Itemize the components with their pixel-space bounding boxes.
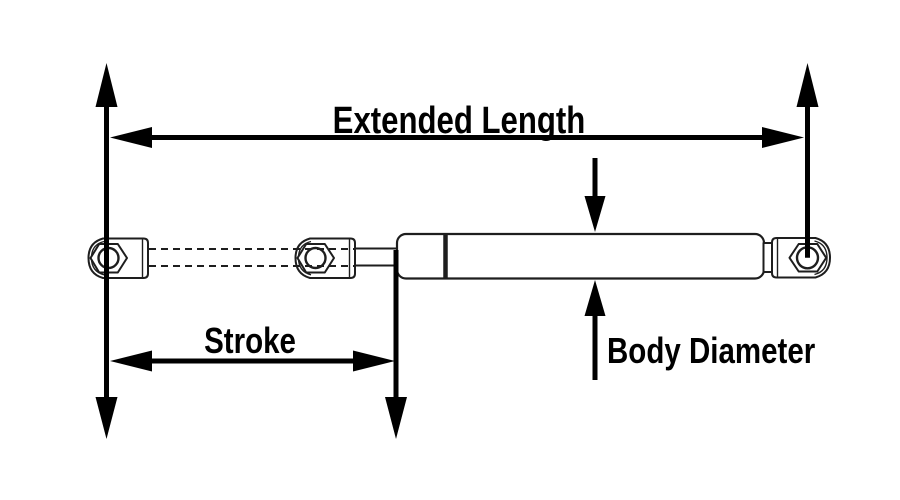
- piston-rod: [354, 247, 400, 267]
- rod-eyelet-extended: [87, 237, 149, 279]
- arrowhead-left-stroke: [110, 350, 152, 372]
- arrowhead-up-right: [796, 63, 819, 107]
- arrowhead-up-left: [95, 63, 118, 107]
- body-diameter-arrows: [584, 158, 606, 380]
- arrowhead-right-stroke: [353, 350, 395, 372]
- extended-length-label: Extended Length: [333, 100, 586, 142]
- cylinder-body: [395, 232, 766, 280]
- arrowhead-right-extended: [762, 127, 804, 148]
- extended-length-arrow: [110, 127, 804, 148]
- body-eyelet-right: [771, 237, 831, 279]
- gas-spring-illustration: [87, 232, 831, 280]
- eyelet-hole-middle: [304, 246, 327, 270]
- stroke-extension-line: [385, 250, 407, 439]
- arrowhead-down-left: [95, 397, 118, 439]
- left-extension-line: [95, 63, 118, 439]
- stroke-arrow: [110, 350, 395, 372]
- arrowhead-down-body: [584, 196, 606, 232]
- right-extension-line: [796, 63, 819, 258]
- rod-eyelet-compressed: [294, 237, 356, 279]
- body-diameter-label: Body Diameter: [607, 330, 815, 370]
- arrowhead-up-body: [584, 280, 606, 316]
- dimension-annotations: [95, 63, 819, 439]
- stroke-label: Stroke: [204, 320, 296, 360]
- arrowhead-down-stroke: [385, 397, 407, 439]
- arrowhead-left-extended: [110, 127, 152, 148]
